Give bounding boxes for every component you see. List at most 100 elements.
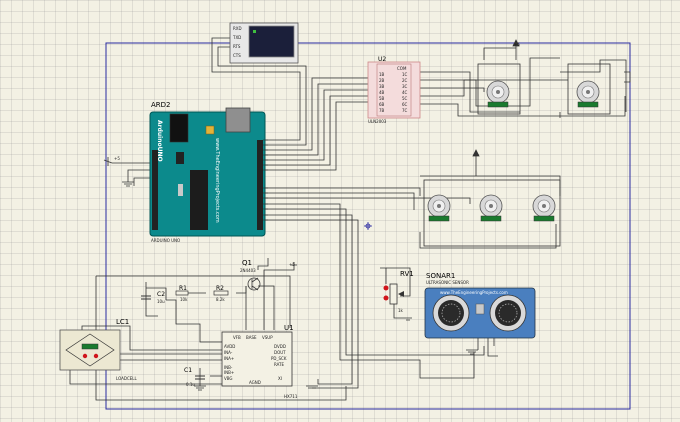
vcc-stepper-label: +5 (514, 42, 520, 47)
uln-in-1: 1B (379, 72, 385, 77)
arduino-pin-stubs (263, 139, 268, 221)
c2-value: 10u (157, 299, 165, 304)
hx711-pin-dout: DOUT (274, 350, 286, 355)
uln-out-1: 1C (402, 72, 408, 77)
hx711-pin-xi: XI (278, 376, 282, 381)
stepper-motor-3[interactable] (427, 194, 451, 222)
hx711-pin-pd-sck: PD_SCK (271, 356, 287, 361)
transistor-part: 2N4403 (240, 268, 256, 273)
capacitor-c1[interactable] (195, 375, 205, 380)
crystal (178, 184, 183, 196)
uln2003-chip[interactable]: U2 COM 1B 2B 3B 4B 5B 6B 7B 1C 2C 3C 4C … (367, 56, 421, 124)
atmega-chip (190, 170, 208, 230)
header-left (152, 150, 158, 230)
pot-probe-up[interactable] (383, 285, 389, 291)
hx711-pin-agnd: AGND (249, 380, 261, 385)
r2-ref: R2 (216, 285, 224, 292)
vcc-hx711-label: +5 (289, 262, 295, 267)
c1-ref: C1 (184, 367, 192, 374)
uln2003-ref: U2 (378, 56, 386, 63)
sonar-transducer-left (432, 294, 470, 332)
capacitor-c2[interactable] (141, 295, 151, 300)
pot-value: 1k (398, 308, 404, 313)
terminal-status-led (253, 30, 256, 33)
stepper-motor-5[interactable] (532, 194, 556, 222)
uln-in-4: 4B (379, 90, 385, 95)
hx711-pin-vsup: VSUP (262, 335, 273, 340)
uln2003-part: ULN2003 (368, 119, 387, 124)
arduino-brand: www.TheEngineeringProjects.com (214, 138, 220, 223)
arduino-ref: ARD2 (151, 101, 171, 109)
power-symbols (103, 39, 631, 391)
resistor-r1[interactable] (175, 290, 189, 296)
transistor-q1[interactable] (247, 277, 261, 291)
stepper-frames (423, 63, 611, 247)
hx711-pin-inb-plus: INB+ (224, 370, 234, 375)
stepper-motor-4[interactable] (479, 194, 503, 222)
arduino-logo: ArduinoUNO (156, 120, 163, 162)
terminal-pin-rts: RTS (233, 44, 241, 49)
header-right (257, 140, 263, 230)
hx711-pin-vfb: VFB (233, 335, 241, 340)
uln-in-5: 5B (379, 96, 385, 101)
virtual-terminal[interactable]: RXD TXD RTS CTS (229, 22, 299, 64)
potentiometer[interactable] (383, 283, 405, 305)
r1-ref: R1 (179, 285, 187, 292)
uln-out-6: 6C (402, 102, 408, 107)
power-jack (169, 113, 189, 143)
transistor-ref: Q1 (242, 259, 252, 267)
arduino-uno-board[interactable]: www.TheEngineeringProjects.com ArduinoUN… (149, 107, 266, 237)
hx711-pin-rate: RATE (274, 362, 284, 367)
resistor-r2[interactable] (213, 290, 229, 296)
loadcell-probe-right[interactable] (93, 353, 99, 359)
c2-ref: C2 (157, 291, 165, 298)
uln-in-2: 2B (379, 78, 385, 83)
hx711-pin-base: BASE (246, 335, 257, 340)
uln-out-4: 4C (402, 90, 408, 95)
uln-out-5: 5C (402, 96, 408, 101)
hx711-chip[interactable]: VFB AVDD INA- INA+ INB- INB+ VBG BASE VS… (221, 331, 293, 387)
cursor-crosshair (364, 222, 372, 230)
terminal-pin-rxd: RXD (233, 26, 242, 31)
pot-ref: RV1 (400, 270, 414, 278)
usb-connector (225, 107, 251, 133)
reset-button (205, 125, 215, 135)
uln2003-pin-com: COM (397, 66, 407, 71)
hx711-pin-ina-minus: INA- (224, 350, 233, 355)
uln-out-3: 3C (402, 84, 408, 89)
r2-value: 8.2k (216, 297, 225, 302)
hx711-pin-vbg: VBG (224, 376, 233, 381)
uln-in-6: 6B (379, 102, 385, 107)
pot-probe-down[interactable] (383, 295, 389, 301)
hx711-pin-ina-plus: INA+ (224, 356, 234, 361)
loadcell-ref: LC1 (116, 318, 129, 326)
sonar-ref: SONAR1 (426, 272, 455, 280)
hx711-pin-avdd: AVDD (224, 344, 235, 349)
uln-out-7: 7C (402, 108, 408, 113)
loadcell-part: LOADCELL (116, 376, 138, 381)
hx711-part: HX711 (284, 394, 298, 399)
stepper-motors[interactable] (427, 80, 600, 222)
stepper-motor-1[interactable] (486, 80, 510, 108)
uln-in-3: 3B (379, 84, 385, 89)
arduino-part: ARDUINO UNO (151, 238, 180, 243)
terminal-pin-cts: CTS (233, 53, 241, 58)
icsp-header (176, 152, 184, 164)
sonar-brand: www.TheEngineeringProjects.com (440, 290, 508, 295)
sonar-transducer-right (489, 294, 527, 332)
terminal-pin-txd: TXD (232, 35, 241, 40)
hx711-pin-inb-minus: INB- (224, 365, 233, 370)
ultrasonic-sensor[interactable]: www.TheEngineeringProjects.com (424, 287, 536, 339)
loadcell-display (81, 343, 99, 350)
hx711-pin-dvdd: DVDD (274, 344, 286, 349)
hx711-ref: U1 (284, 324, 294, 332)
sheet-border (105, 42, 631, 410)
stepper-motor-2[interactable] (576, 80, 600, 108)
loadcell-probe-left[interactable] (82, 353, 88, 359)
uln-out-2: 2C (402, 78, 408, 83)
sonar-part: ULTRASONIC SENSOR (426, 280, 469, 285)
loadcell[interactable] (59, 329, 121, 371)
r1-value: 10k (180, 297, 188, 302)
